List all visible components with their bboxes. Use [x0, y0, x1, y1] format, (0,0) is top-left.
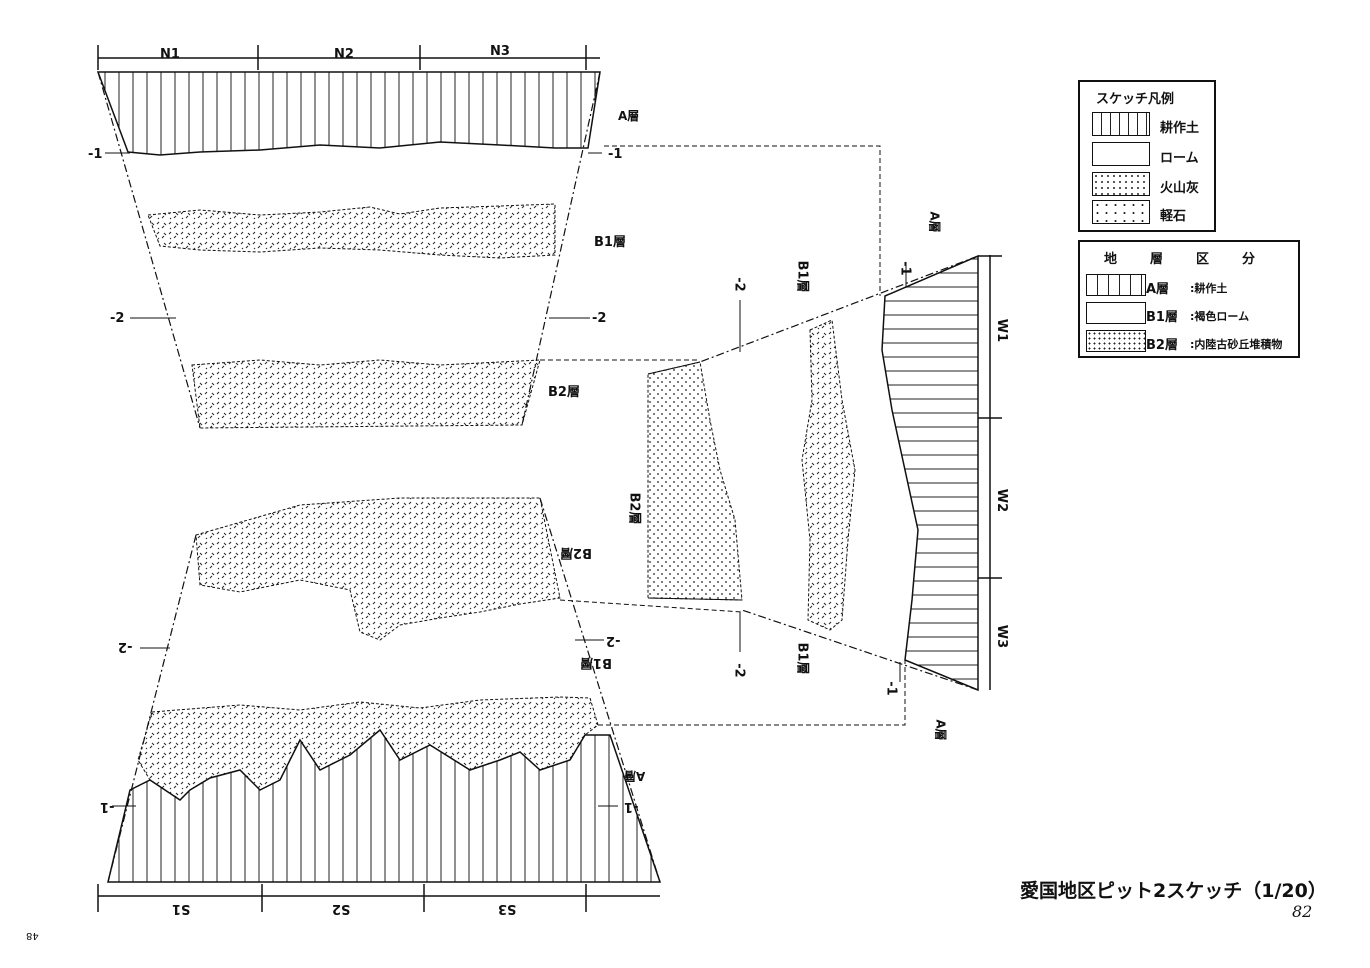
west-depth-bottom-2: -2 [731, 663, 747, 678]
south-depth-right-2: -2 [606, 633, 621, 648]
south-layer-b1: B1層 [580, 655, 612, 670]
north-layer-b2: B2層 [548, 385, 580, 400]
swatch-pumice [1092, 200, 1150, 224]
legend-strata-desc-b2: :内陸古砂丘堆積物 [1190, 338, 1283, 351]
margin-mark: 48 [26, 930, 39, 941]
north-depth-left-1: -1 [88, 147, 103, 162]
south-layer-b2: B2層 [560, 545, 592, 560]
north-depth-right-2: -2 [592, 311, 607, 326]
north-section-n2: N2 [334, 47, 354, 62]
west-layer-a-bottom: A層 [933, 719, 948, 741]
north-layer-a: A層 [618, 109, 640, 123]
west-layer-b1-bottom: B1層 [794, 642, 810, 675]
west-layer-a-top: A層 [927, 211, 942, 233]
south-layer-a: A層 [624, 769, 646, 783]
south-wall-section [97, 497, 662, 912]
legend-sketch-item-1: 耕作土 [1160, 121, 1200, 136]
north-section-n3: N3 [490, 44, 510, 59]
south-section-s1: S1 [172, 901, 191, 916]
legend-sketch-title: スケッチ凡例 [1096, 92, 1175, 107]
legend-sketch-item-4: 軽石 [1160, 209, 1187, 224]
legend-strata: 地 層 区 分 A層 :耕作土 B1層 :褐色ローム B2層 :内陸古砂丘堆積物 [1078, 240, 1300, 358]
west-depth-top-1: -1 [897, 261, 913, 276]
legend-strata-layer-a: A層 [1146, 282, 1170, 297]
legend-strata-title-2: 層 [1150, 252, 1164, 267]
legend-strata-layer-b2: B2層 [1146, 338, 1178, 353]
south-depth-right-1: -1 [624, 799, 639, 814]
west-wall-section [647, 254, 1002, 692]
west-section-w2: W2 [994, 488, 1010, 513]
west-depth-top-2: -2 [731, 277, 747, 292]
connector-lines [540, 145, 906, 726]
north-layer-b1: B1層 [594, 235, 626, 250]
legend-strata-layer-b1: B1層 [1146, 310, 1178, 325]
swatch-cultivated-soil [1092, 112, 1150, 136]
swatch-b2-layer [1086, 330, 1146, 352]
west-section-w3: W3 [994, 624, 1010, 649]
legend-strata-desc-b1: :褐色ローム [1190, 310, 1250, 323]
south-section-s2: S2 [332, 901, 351, 916]
legend-sketch-item-3: 火山灰 [1160, 181, 1200, 196]
north-depth-left-2: -2 [110, 311, 125, 326]
swatch-volcanic-ash [1092, 172, 1150, 196]
south-depth-left-1: -1 [100, 799, 115, 814]
west-layer-b2: B2層 [626, 492, 642, 525]
north-section-n1: N1 [160, 47, 180, 62]
legend-strata-title-4: 分 [1242, 252, 1256, 267]
west-section-w1: W1 [994, 318, 1010, 343]
legend-sketch-item-2: ローム [1160, 151, 1199, 166]
legend-strata-title-1: 地 [1104, 252, 1118, 267]
south-depth-left-2: -2 [118, 639, 133, 654]
legend-strata-title-3: 区 [1196, 252, 1210, 267]
swatch-loam [1092, 142, 1150, 166]
swatch-a-layer [1086, 274, 1146, 296]
figure-caption: 愛国地区ピット2スケッチ（1/20） [1020, 880, 1327, 902]
legend-strata-desc-a: :耕作土 [1190, 282, 1228, 295]
page-note: 82 [1292, 902, 1313, 921]
south-section-s3: S3 [498, 901, 517, 916]
north-wall-section [96, 45, 602, 429]
west-depth-bottom-1: -1 [883, 681, 899, 696]
west-layer-b1-top: B1層 [794, 260, 810, 293]
legend-sketch: スケッチ凡例 耕作土 ローム 火山灰 軽石 [1078, 80, 1216, 232]
north-depth-right-1: -1 [608, 147, 623, 162]
swatch-b1-layer [1086, 302, 1146, 324]
